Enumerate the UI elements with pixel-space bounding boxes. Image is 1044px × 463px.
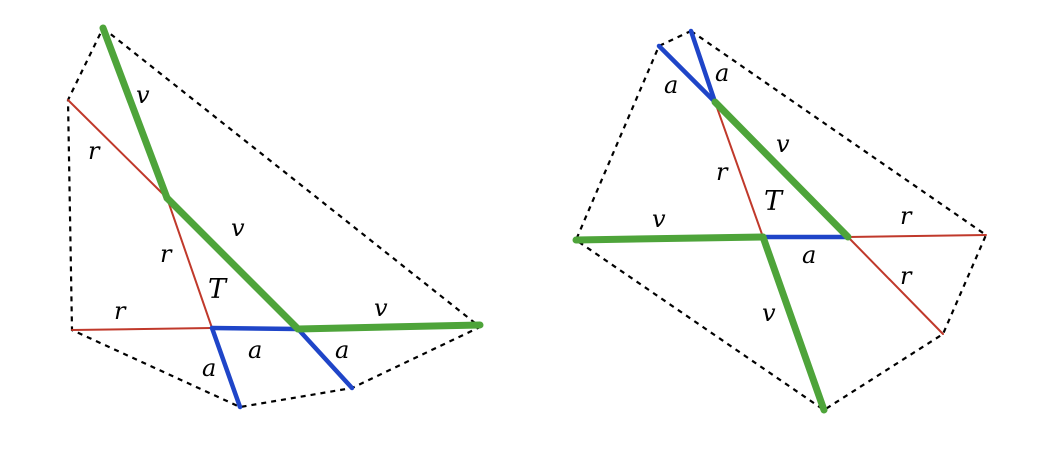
left-label-a-horizontal: a: [248, 336, 262, 364]
right-label-a-horizontal: a: [802, 241, 816, 269]
left-label-v-right: v: [374, 294, 388, 322]
left-r-edge-middle: [166, 197, 213, 329]
right-r-edge-diagonal: [847, 236, 944, 335]
right-a-edge-left: [656, 43, 718, 105]
left-label-v-top: v: [136, 81, 150, 109]
left-label-r-lower: r: [114, 297, 127, 325]
right-v-edge-upper: [711, 98, 852, 241]
right-label-T: T: [764, 186, 784, 217]
right-dashed-hull: [574, 29, 988, 412]
left-a-edge-vertical: [209, 325, 243, 410]
right-label-v-left: v: [652, 205, 666, 233]
left-v-edge-top: [99, 24, 171, 202]
left-r-edge-upper: [67, 99, 168, 199]
right-label-r-diagonal: r: [900, 262, 913, 290]
right-v-edge-bottom: [759, 233, 828, 414]
right-r-edge-horizontal: [847, 234, 987, 238]
left-label-v-middle: v: [231, 214, 245, 242]
left-a-edge-horizontal: [209, 325, 301, 332]
left-label-r-upper: r: [88, 137, 101, 165]
left-v-edge-right: [294, 321, 484, 333]
left-a-edge-diagonal: [295, 326, 355, 391]
left-r-edge-lower: [71, 327, 213, 331]
left-dashed-hull: [66, 26, 483, 409]
left-v-edge-middle: [163, 194, 302, 333]
right-label-v-bottom: v: [762, 299, 776, 327]
left-figure: v v v r r r T a a a: [66, 24, 484, 410]
right-label-r-horizontal: r: [900, 202, 913, 230]
right-v-edge-left: [572, 233, 767, 244]
right-a-edge-right: [688, 28, 718, 105]
right-label-v-upper: v: [776, 130, 790, 158]
left-label-a-diagonal: a: [335, 336, 349, 364]
right-label-r-middle: r: [716, 158, 729, 186]
right-r-edge-middle: [714, 101, 764, 238]
left-label-r-middle: r: [160, 240, 173, 268]
right-label-a-right: a: [715, 59, 729, 87]
left-label-T: T: [208, 274, 228, 305]
right-label-a-left: a: [664, 71, 678, 99]
right-figure: a a a v v v r r r T: [572, 28, 988, 414]
left-label-a-vertical: a: [202, 354, 216, 382]
